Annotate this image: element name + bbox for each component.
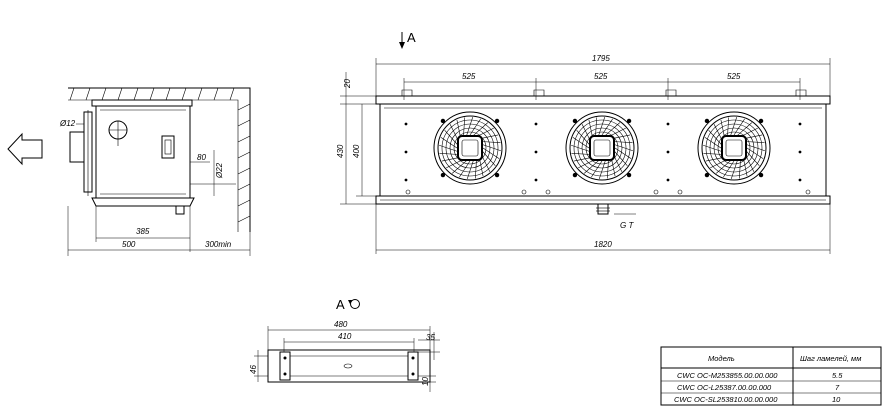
view-a: A 480 410 35 46 10 xyxy=(249,297,440,392)
fan-icon xyxy=(697,111,771,185)
ceiling-wall-outline xyxy=(68,87,251,232)
fans xyxy=(433,111,771,185)
dim-20: 20 xyxy=(343,79,352,89)
screws xyxy=(404,122,811,195)
airflow-arrow-icon xyxy=(7,132,43,166)
table-cell: 10 xyxy=(832,395,841,404)
base-plate xyxy=(267,349,431,383)
dim-gt: G T xyxy=(620,221,634,230)
side-view: Ø12 80 Ø22 385 500 300min xyxy=(7,87,251,256)
ceiling-wall-inner xyxy=(68,99,239,232)
unit-body xyxy=(95,105,191,199)
dim-430: 430 xyxy=(336,144,345,158)
top-rail xyxy=(375,95,831,105)
wall-hatching xyxy=(69,87,251,223)
junction-box xyxy=(161,135,175,159)
table-cell: CWC OC-L25387.00.00.000 xyxy=(677,383,772,392)
dim-46: 46 xyxy=(249,365,258,374)
dim-overall-bottom: 1820 xyxy=(594,240,612,249)
dim-10: 10 xyxy=(421,377,430,386)
fan-icon xyxy=(433,111,507,185)
dim-pitch-1: 525 xyxy=(462,72,476,81)
view-marker-arrow-icon xyxy=(399,42,405,49)
dim-400: 400 xyxy=(352,144,361,158)
dim-480: 480 xyxy=(334,320,348,329)
dim-pitch-3: 525 xyxy=(727,72,741,81)
front-view: A 1795 525 525 525 xyxy=(336,30,831,254)
dim-diameter-12: Ø12 xyxy=(59,119,76,128)
dim-385: 385 xyxy=(136,227,150,236)
bracket-right xyxy=(407,351,419,381)
table-cell: CWC OC-M253855.00.00.000 xyxy=(677,371,778,380)
drain-front xyxy=(597,203,609,215)
bracket-left xyxy=(279,351,291,381)
drip-tray xyxy=(91,197,195,207)
dim-overall-top: 1795 xyxy=(592,54,610,63)
table-cell: 5.5 xyxy=(832,371,843,380)
drain-nozzle xyxy=(175,205,185,215)
table-cell: 7 xyxy=(835,383,840,392)
dim-410: 410 xyxy=(338,332,352,341)
spec-table: Модель Шаг ламелей, мм CWC OC-M253855.00… xyxy=(660,346,882,406)
fan-motor xyxy=(69,131,85,163)
table-header-fin-pitch: Шаг ламелей, мм xyxy=(800,354,861,363)
dim-35: 35 xyxy=(426,333,435,342)
table-cell: CWC OC-SL253810.00.00.000 xyxy=(674,395,778,404)
fan-icon xyxy=(565,111,639,185)
dim-pitch-2: 525 xyxy=(594,72,608,81)
view-marker-label: A xyxy=(407,30,416,45)
view-a-label: A xyxy=(336,297,345,312)
slot-hole xyxy=(343,363,353,369)
mounting-rail xyxy=(91,99,193,107)
dim-diameter-22: Ø22 xyxy=(215,162,224,179)
dim-300min: 300min xyxy=(205,240,232,249)
table-header-model: Модель xyxy=(708,354,735,363)
rotation-icon xyxy=(350,299,360,309)
dim-500: 500 xyxy=(122,240,136,249)
dim-80: 80 xyxy=(197,153,206,162)
